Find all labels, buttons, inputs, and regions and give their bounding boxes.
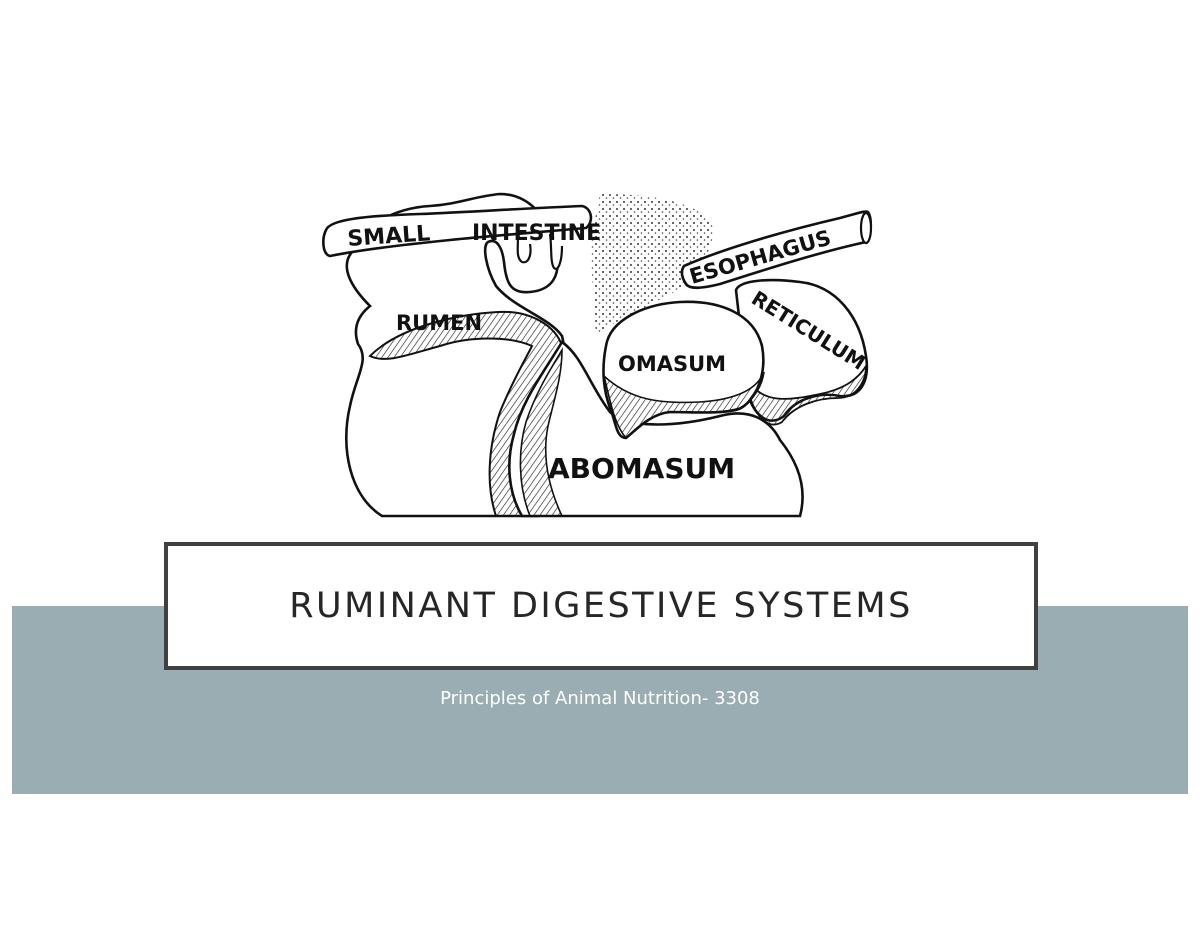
stomach-diagram-svg: SMALL INTESTINE ESOPHAGUS RUMEN RETICULU…	[322, 192, 873, 518]
intestine-tube	[322, 204, 593, 258]
esophagus-end	[859, 211, 873, 245]
slide-title: RUMINANT DIGESTIVE SYSTEMS	[289, 586, 913, 626]
abomasum-hatch	[519, 347, 564, 517]
omasum-hatch	[602, 371, 765, 440]
slide-subtitle: Principles of Animal Nutrition- 3308	[440, 688, 760, 709]
intestine-loop-2	[548, 233, 564, 270]
intestine-loop-1	[516, 235, 532, 264]
label-omasum: OMASUM	[618, 352, 726, 376]
reticulum-hatch	[745, 362, 867, 426]
title-box: RUMINANT DIGESTIVE SYSTEMS	[164, 542, 1038, 670]
stipple-region	[590, 194, 714, 334]
label-small: SMALL	[347, 221, 431, 252]
label-abomasum: ABOMASUM	[548, 452, 735, 485]
label-intestine: INTESTINE	[472, 221, 601, 246]
label-rumen: RUMEN	[396, 311, 482, 335]
abomasum-shape	[508, 340, 804, 518]
stomach-diagram: SMALL INTESTINE ESOPHAGUS RUMEN RETICULU…	[300, 186, 900, 520]
